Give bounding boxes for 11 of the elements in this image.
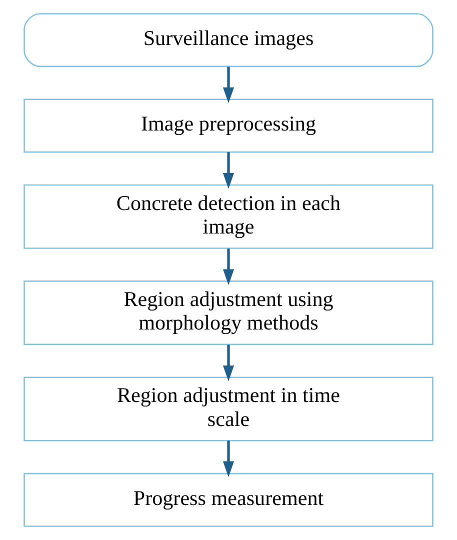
arrow xyxy=(222,440,234,478)
node-box: Region adjustment in time scale xyxy=(24,376,434,442)
node-box: Surveillance images xyxy=(24,13,434,68)
node-box: Image preprocessing xyxy=(24,98,434,153)
node-box: Progress measurement xyxy=(24,472,434,527)
arrow xyxy=(222,248,234,286)
arrow xyxy=(222,152,234,189)
arrow xyxy=(222,344,234,382)
node-box: Concrete detection in each image xyxy=(24,184,434,249)
arrow xyxy=(222,66,234,104)
node-box: Region adjustment using morphology methods xyxy=(24,280,434,346)
